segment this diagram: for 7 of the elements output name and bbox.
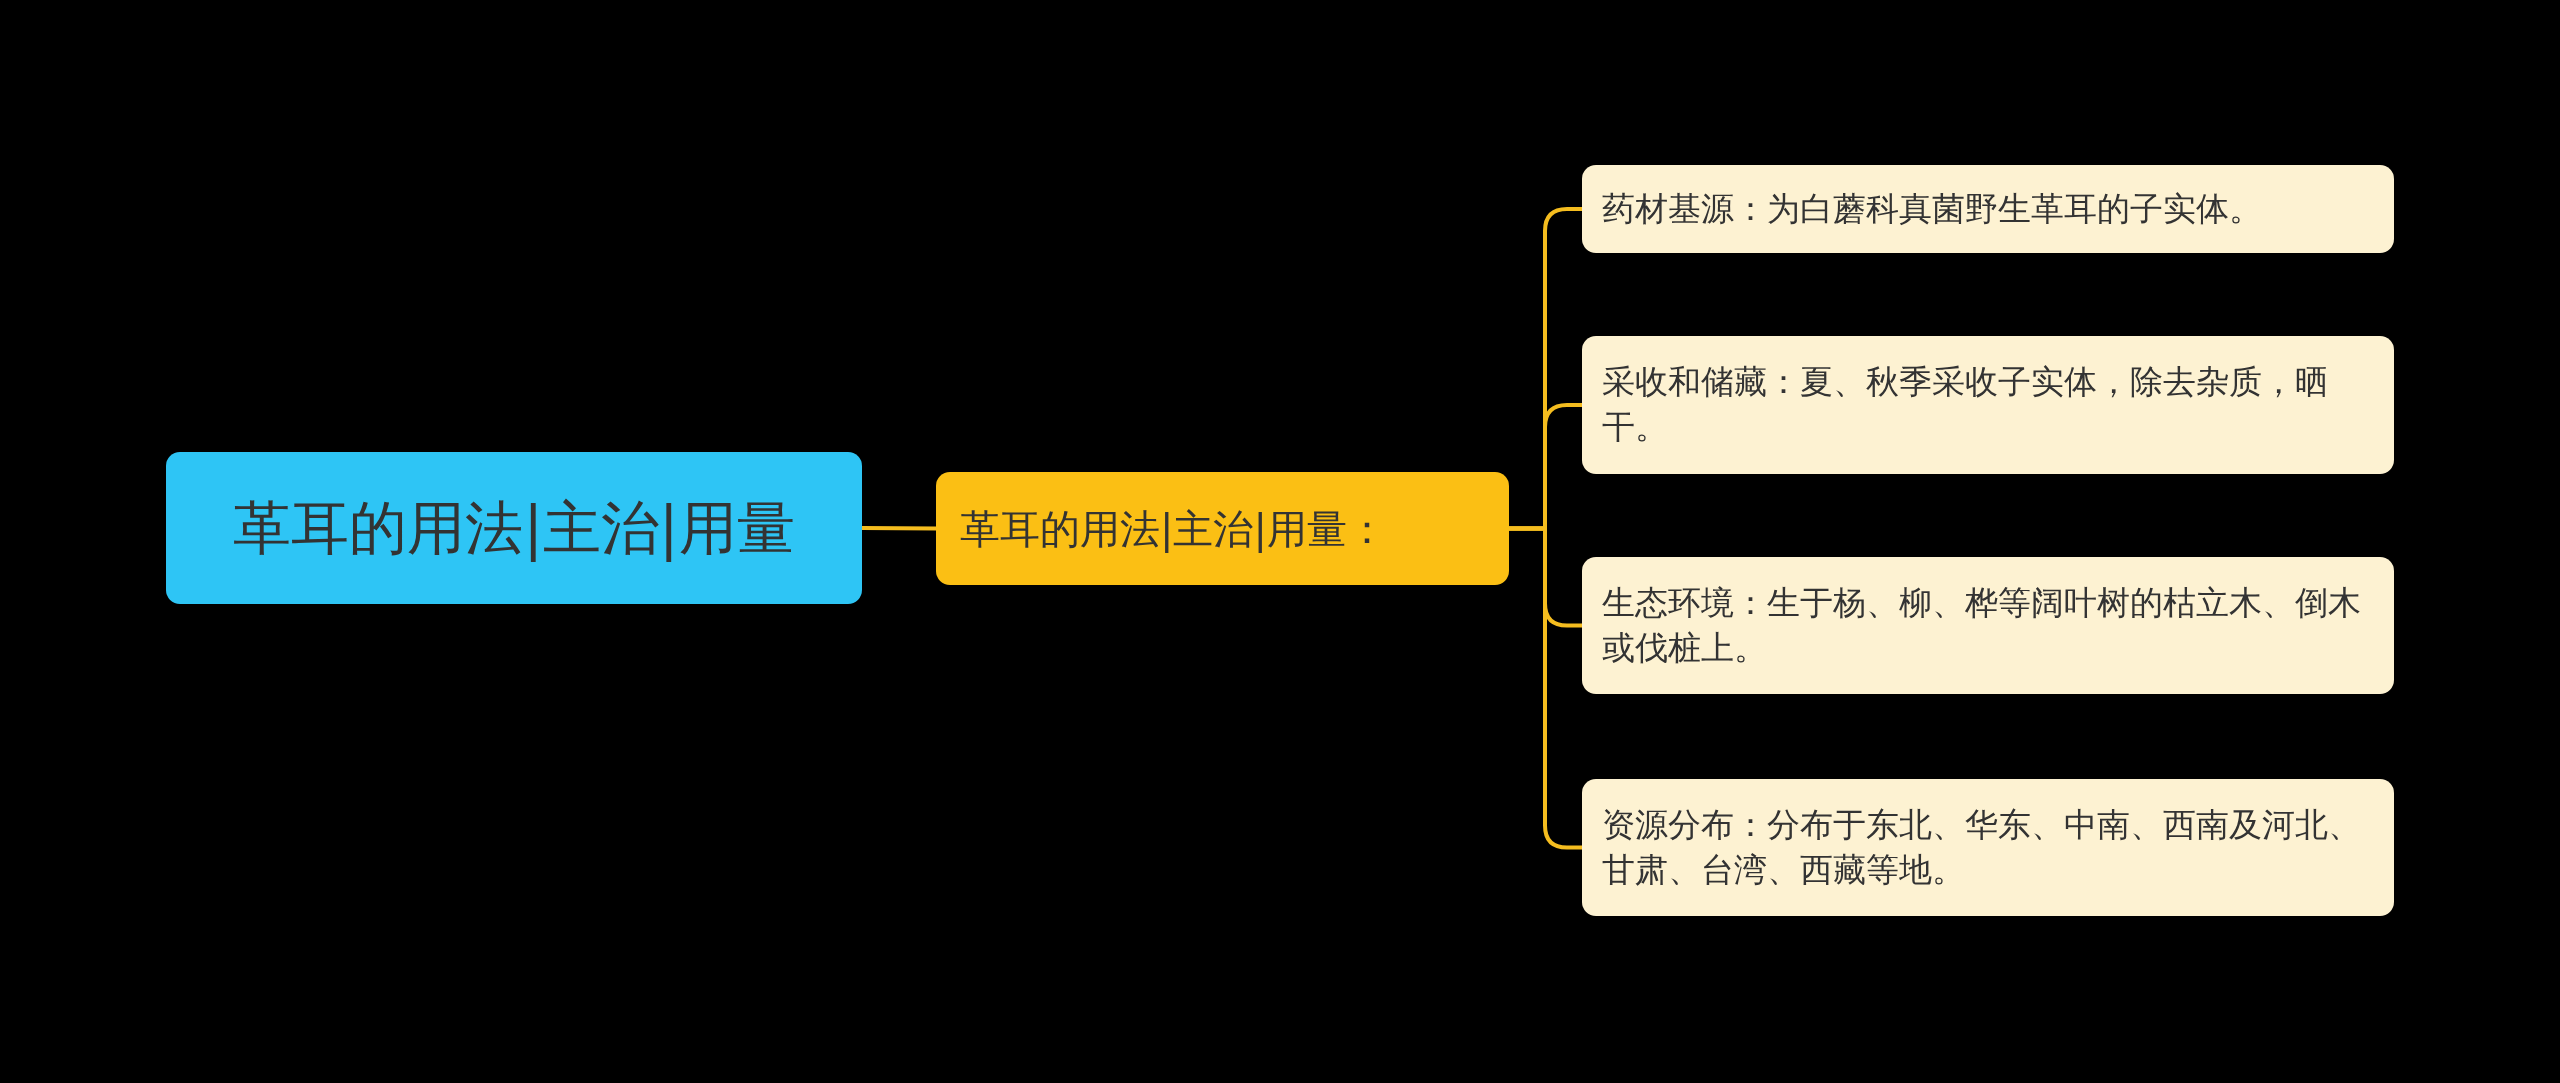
leaf-topic-box: 资源分布：分布于东北、华东、中南、西南及河北、甘肃、台湾、西藏等地。: [1582, 779, 2394, 916]
subtopic-box: 革耳的用法|主治|用量：: [936, 472, 1509, 585]
leaf-topic-box: 药材基源：为白蘑科真菌野生革耳的子实体。: [1582, 165, 2394, 253]
leaf-topic-box: 生态环境：生于杨、柳、桦等阔叶树的枯立木、倒木或伐桩上。: [1582, 557, 2394, 694]
connector-line: [862, 526, 936, 531]
leaf-topic-box: 采收和储藏：夏、秋季采收子实体，除去杂质，晒干。: [1582, 336, 2394, 474]
root-topic-box: 革耳的用法|主治|用量: [166, 452, 862, 604]
